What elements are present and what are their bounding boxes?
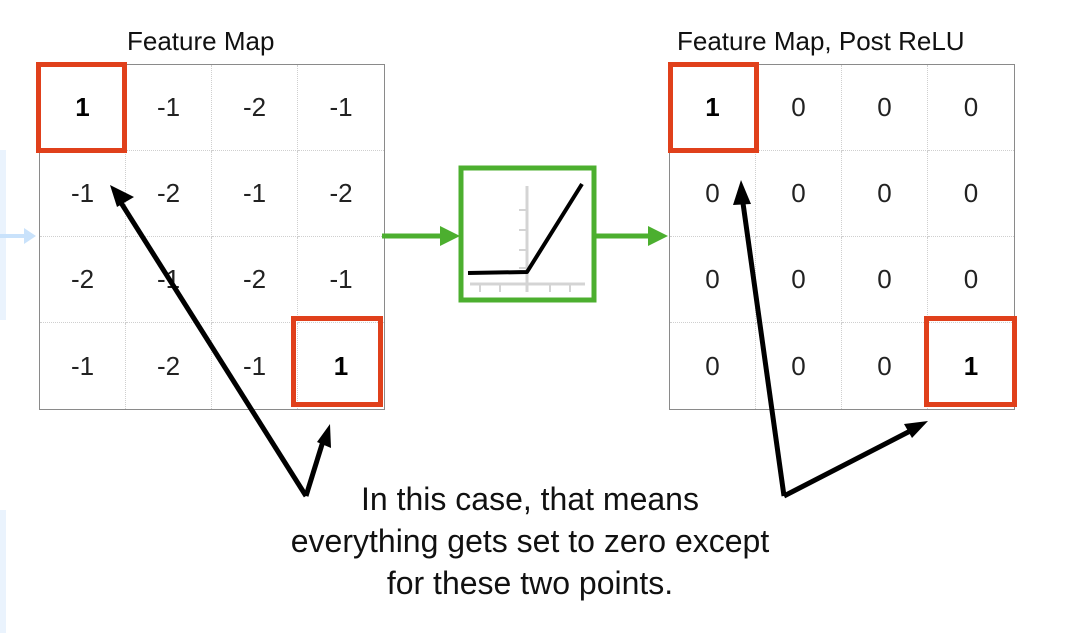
caption-line-3: for these two points. bbox=[386, 565, 674, 601]
pointer-head-left-bottom bbox=[317, 424, 331, 448]
grid-cell: 0 bbox=[842, 65, 928, 151]
grid-cell: 0 bbox=[928, 151, 1014, 237]
grid-cell: -2 bbox=[298, 151, 384, 237]
pointer-head-right-bottom bbox=[904, 421, 928, 438]
grid-cell: 0 bbox=[842, 237, 928, 323]
grid-cell: 1 bbox=[333, 350, 349, 381]
grid-cell: 0 bbox=[928, 237, 1014, 323]
relu-function-icon bbox=[458, 165, 597, 303]
caption-line-2: everything gets set to zero except bbox=[290, 523, 770, 559]
grid-cell: 0 bbox=[670, 151, 756, 237]
grid-cell: -1 bbox=[212, 151, 298, 237]
grid-cell: 0 bbox=[842, 151, 928, 237]
pointer-arrows-left bbox=[115, 196, 327, 498]
pointer-arrows-right bbox=[739, 195, 918, 499]
grid-cell: -1 bbox=[40, 323, 126, 409]
grid-cell: -2 bbox=[212, 237, 298, 323]
pointer-head-left-top bbox=[110, 185, 134, 207]
caption-line-1: In this case, that means bbox=[361, 481, 699, 517]
grid-cell: 0 bbox=[756, 323, 842, 409]
grid-cell: -1 bbox=[212, 323, 298, 409]
grid-cell: -2 bbox=[126, 323, 212, 409]
faint-incoming-arrow bbox=[0, 228, 36, 244]
caption: In this case, that means everything gets… bbox=[200, 478, 860, 604]
grid-cell: 1 bbox=[963, 350, 979, 381]
arrow-from-relu bbox=[595, 226, 668, 246]
grid-cell: 0 bbox=[670, 323, 756, 409]
grid-cell: -1 bbox=[298, 65, 384, 151]
grid-cell: -1 bbox=[126, 65, 212, 151]
arrow-to-relu bbox=[382, 226, 460, 246]
pointer-head-right-top bbox=[733, 180, 751, 205]
grid-cell: -1 bbox=[298, 237, 384, 323]
grid-cell: -2 bbox=[40, 237, 126, 323]
grid-cell: 0 bbox=[756, 151, 842, 237]
left-panel-title: Feature Map bbox=[127, 26, 275, 56]
grid-cell: -2 bbox=[212, 65, 298, 151]
right-panel-title: Feature Map, Post ReLU bbox=[677, 26, 965, 56]
left-edge-artifact-lower bbox=[0, 510, 6, 633]
grid-cell: -2 bbox=[126, 151, 212, 237]
grid-cell: 0 bbox=[756, 65, 842, 151]
grid-cell: 0 bbox=[756, 237, 842, 323]
grid-cell: 0 bbox=[928, 65, 1014, 151]
